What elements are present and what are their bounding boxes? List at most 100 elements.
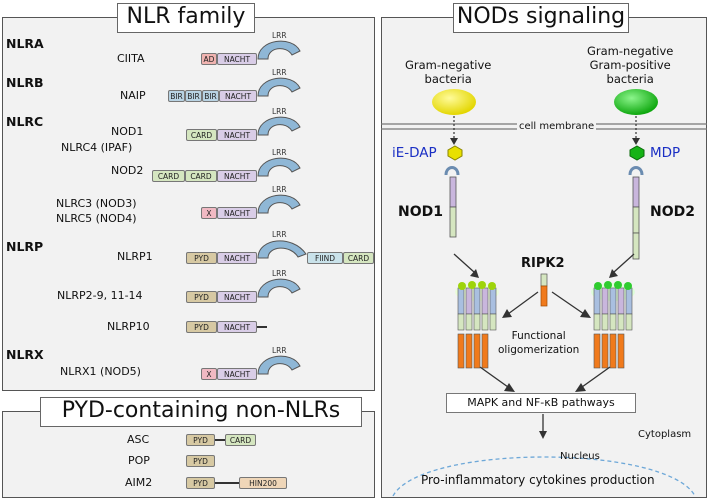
domain-card-2: CARD (185, 170, 217, 182)
domain-bir-2: BIR (185, 90, 202, 102)
domain-pyd: PYD (186, 434, 215, 446)
domain-hin200: HIN200 (239, 477, 287, 489)
arrow-ripk2-right-icon (551, 291, 591, 318)
domain-pyd: PYD (186, 291, 217, 303)
lrr-arc-icon (257, 194, 301, 214)
domain-x: X (201, 368, 217, 380)
domain-x: X (201, 207, 217, 219)
group-label-nlrb: NLRB (6, 75, 44, 90)
group-label-nlra: NLRA (6, 36, 44, 51)
protein-nlrc4: NLRC4 (IPAF) (61, 141, 133, 154)
bacteria-right-label: Gram-negative Gram-positive bacteria (587, 44, 674, 86)
protein-nlrc5: NLRC5 (NOD4) (56, 212, 137, 225)
protein-pop: POP (128, 454, 150, 467)
arrow-left-to-pathways-icon (479, 366, 515, 392)
lrr-arc-icon (257, 355, 301, 375)
lrr-label: LRR (272, 68, 287, 77)
domain-fiind: FIIND (307, 252, 343, 264)
lrr-label: LRR (272, 346, 287, 355)
mdp-ligand-icon (629, 145, 645, 161)
nod2-oligomer-icon (591, 281, 635, 369)
lrr-label: LRR (272, 148, 287, 157)
release-arrow-left-icon (450, 116, 458, 145)
domain-nacht: NACHT (219, 90, 257, 102)
lrr-arc-icon (257, 40, 301, 60)
domain-card: CARD (225, 434, 256, 446)
release-arrow-right-icon (632, 116, 640, 145)
functional-oligomerization-label: Functional oligomerization (498, 330, 580, 356)
arrow-nod1-to-oligomer-icon (453, 253, 479, 278)
domain-nacht: NACHT (217, 207, 257, 219)
domain-ad: AD (201, 53, 217, 65)
bacteria-left-label: Gram-negative bacteria (405, 58, 492, 86)
ie-dap-ligand-icon (447, 145, 463, 161)
protein-naip: NAIP (120, 89, 146, 102)
arrow-right-to-pathways-icon (575, 366, 611, 392)
nod2-receptor-icon (628, 166, 644, 260)
nod1-oligomer-icon (455, 281, 499, 369)
domain-card: CARD (343, 252, 374, 264)
domain-nacht: NACHT (217, 368, 257, 380)
linker-line-icon (215, 482, 239, 484)
protein-asc: ASC (127, 433, 150, 446)
domain-nacht: NACHT (217, 53, 257, 65)
protein-aim2: AIM2 (125, 476, 153, 489)
cell-membrane-label: cell membrane (517, 121, 597, 132)
protein-nlrp1: NLRP1 (117, 250, 153, 263)
gram-negative-bacterium-icon (432, 89, 476, 115)
domain-pyd: PYD (186, 455, 215, 467)
protein-ciita: CIITA (117, 52, 145, 65)
nucleus-label: Nucleus (560, 451, 600, 462)
mdp-label: MDP (650, 145, 681, 161)
arrow-to-nucleus-icon (539, 414, 547, 439)
protein-nlrc3: NLRC3 (NOD3) (56, 197, 137, 210)
lrr-arc-icon (257, 157, 301, 177)
domain-nacht: NACHT (217, 170, 257, 182)
domain-nacht: NACHT (217, 291, 257, 303)
arrow-nod2-to-oligomer-icon (609, 253, 635, 278)
group-label-nlrp: NLRP (6, 239, 44, 254)
protein-nod2: NOD2 (111, 164, 144, 177)
ripk2-molecule-icon (540, 273, 548, 307)
nods-signaling-title: NODs signaling (453, 3, 629, 33)
lrr-label: LRR (272, 31, 287, 40)
lrr-arc-icon (257, 240, 307, 259)
lrr-label: LRR (272, 107, 287, 116)
protein-nlrp10: NLRP10 (107, 320, 150, 333)
production-label: Pro-inflammatory cytokines production (421, 473, 655, 487)
nod1-label: NOD1 (398, 204, 443, 220)
domain-bir-3: BIR (202, 90, 219, 102)
lrr-label: LRR (272, 269, 287, 278)
linker-line-icon (215, 439, 226, 441)
domain-bir-1: BIR (168, 90, 185, 102)
domain-card: CARD (186, 129, 217, 141)
nod2-label: NOD2 (650, 204, 695, 220)
ripk2-label: RIPK2 (521, 256, 565, 271)
protein-nlrx1: NLRX1 (NOD5) (60, 365, 141, 378)
protein-nlrp2: NLRP2-9, 11-14 (57, 289, 143, 302)
domain-pyd: PYD (186, 252, 217, 264)
tail-line-icon (257, 326, 267, 328)
gram-positive-bacterium-icon (614, 89, 658, 115)
nlr-family-title: NLR family (117, 3, 255, 33)
lrr-arc-icon (257, 116, 301, 136)
nod1-receptor-icon (444, 166, 460, 238)
lrr-label: LRR (272, 185, 287, 194)
domain-pyd: PYD (186, 477, 215, 489)
arrow-ripk2-left-icon (502, 291, 539, 318)
pathways-box: MAPK and NF-κB pathways (446, 393, 636, 413)
lrr-label: LRR (272, 230, 287, 239)
domain-pyd: PYD (186, 321, 217, 333)
domain-nacht: NACHT (217, 129, 257, 141)
domain-nacht: NACHT (217, 252, 257, 264)
group-label-nlrc: NLRC (6, 114, 44, 129)
ie-dap-label: iE-DAP (392, 145, 437, 161)
lrr-arc-icon (257, 77, 301, 97)
group-label-nlrx: NLRX (6, 347, 44, 362)
lrr-arc-icon (257, 278, 301, 298)
non-nlrs-title: PYD-containing non-NLRs (40, 397, 362, 427)
domain-nacht: NACHT (217, 321, 257, 333)
domain-card-1: CARD (152, 170, 185, 182)
cytoplasm-label: Cytoplasm (638, 429, 692, 440)
nuclear-envelope-icon (392, 456, 696, 497)
